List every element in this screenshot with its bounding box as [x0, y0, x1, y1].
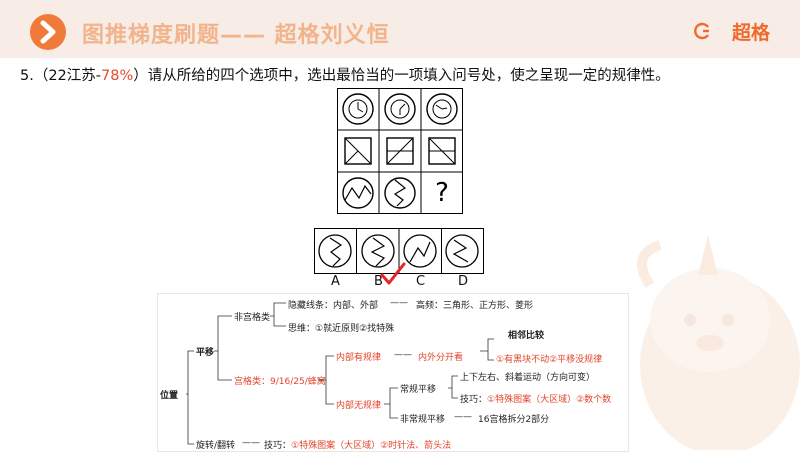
unknown-cell: ? — [435, 178, 449, 208]
knowledge-mindmap: 位置 平移 非宫格类 隐藏线条：内部、外部 —— 高频：三角形、正方形、菱形 思… — [157, 293, 629, 452]
option-label-b[interactable]: B — [374, 274, 383, 289]
mindmap-tips1-red: ①特殊图案（大区域）②数个数 — [487, 395, 612, 405]
square-figure-2 — [386, 137, 414, 165]
correct-answer-checkmark-icon — [380, 262, 406, 285]
mindmap-non-grid: 非宫格类 — [234, 313, 271, 323]
zigzag-figure-1 — [342, 177, 374, 209]
mindmap-tips2-red: ①特殊图案（大区域）②时针法、箭头法 — [291, 441, 452, 451]
option-labels: A B C D — [314, 274, 484, 290]
mindmap-grid-split: 16宫格拆分2部分 — [478, 415, 550, 425]
mindmap-tips2: 技巧：①特殊图案（大区域）②时针法、箭头法 — [264, 438, 451, 451]
question-body: ）请从所给的四个选项中，选出最恰当的一项填入问号处，使之呈现一定的规律性。 — [133, 68, 670, 84]
clock-figure-2 — [384, 93, 416, 125]
mindmap-high-freq: 高频：三角形、正方形、菱形 — [416, 301, 534, 311]
mindmap-inner-regular: 内部有规律 — [336, 353, 382, 363]
mindmap-hidden-clue: 隐藏线条：内部、外部 — [288, 301, 379, 311]
option-a-figure[interactable] — [318, 234, 352, 268]
brand-name: 超格 — [731, 22, 770, 44]
mindmap-dash-2: —— — [394, 350, 412, 360]
mindmap-translation: 平移 — [196, 348, 215, 358]
clock-figure-3 — [426, 93, 458, 125]
mindmap-tips1: 技巧：①特殊图案（大区域）②数个数 — [460, 392, 611, 405]
mindmap-directions: 上下左右、斜着运动（方向可变） — [460, 373, 596, 383]
mindmap-compare-items: ①有黑块不动②平移没规律 — [496, 355, 603, 365]
option-label-a[interactable]: A — [331, 274, 340, 289]
mindmap-dash-4: —— — [242, 438, 260, 448]
mindmap-dash-3: —— — [454, 412, 472, 422]
square-figure-1 — [344, 137, 372, 165]
option-b-figure[interactable] — [361, 234, 395, 268]
square-figure-3 — [428, 137, 456, 165]
option-label-d[interactable]: D — [458, 274, 469, 289]
mindmap-directions-a: 上下左右、斜着运动（方向可变） — [460, 370, 595, 383]
mindmap-connectors — [186, 302, 494, 445]
header-bar: 图推梯度刷题—— 超格刘义恒 超格 — [0, 0, 800, 58]
mindmap-tips1-prefix: 技巧： — [460, 395, 488, 405]
next-arrow-icon[interactable] — [30, 14, 66, 50]
mindmap-root: 位置 — [160, 391, 179, 401]
mindmap-rotate: 旋转/翻转 — [196, 441, 236, 451]
mindmap-inner-irregular: 内部无规律 — [336, 401, 382, 411]
mindmap-inner-outer: 内外分开看 — [418, 353, 464, 363]
mindmap-abnormal-shift: 非常规平移 — [400, 415, 446, 425]
question-prefix: 5.（22江苏- — [20, 68, 102, 84]
mindmap-grid-type: 宫格类：9/16/25/蜂窝 — [234, 377, 326, 387]
mindmap-thinking: 思维：①就近原则②找特殊 — [288, 324, 395, 334]
page-title: 图推梯度刷题—— 超格刘义恒 — [82, 23, 390, 48]
zigzag-figure-2 — [384, 177, 416, 209]
question-percent: 78% — [101, 68, 134, 84]
mindmap-compare-title: 相邻比较 — [508, 331, 545, 341]
clock-figure-1 — [342, 93, 374, 125]
option-d-figure[interactable] — [445, 234, 479, 268]
puzzle-grid: ? — [337, 88, 463, 214]
mascot-illustration — [637, 235, 800, 450]
mindmap-normal-shift: 常规平移 — [400, 385, 437, 395]
mindmap-dash-1: —— — [390, 298, 408, 308]
mindmap-tips2-prefix: 技巧： — [264, 441, 292, 451]
option-label-c[interactable]: C — [416, 274, 426, 289]
option-c-figure[interactable] — [403, 234, 437, 268]
question-text: 5.（22江苏-78%）请从所给的四个选项中，选出最恰当的一项填入问号处，使之呈… — [20, 64, 670, 85]
brand-logo-icon — [694, 22, 709, 40]
answer-options — [314, 228, 484, 274]
